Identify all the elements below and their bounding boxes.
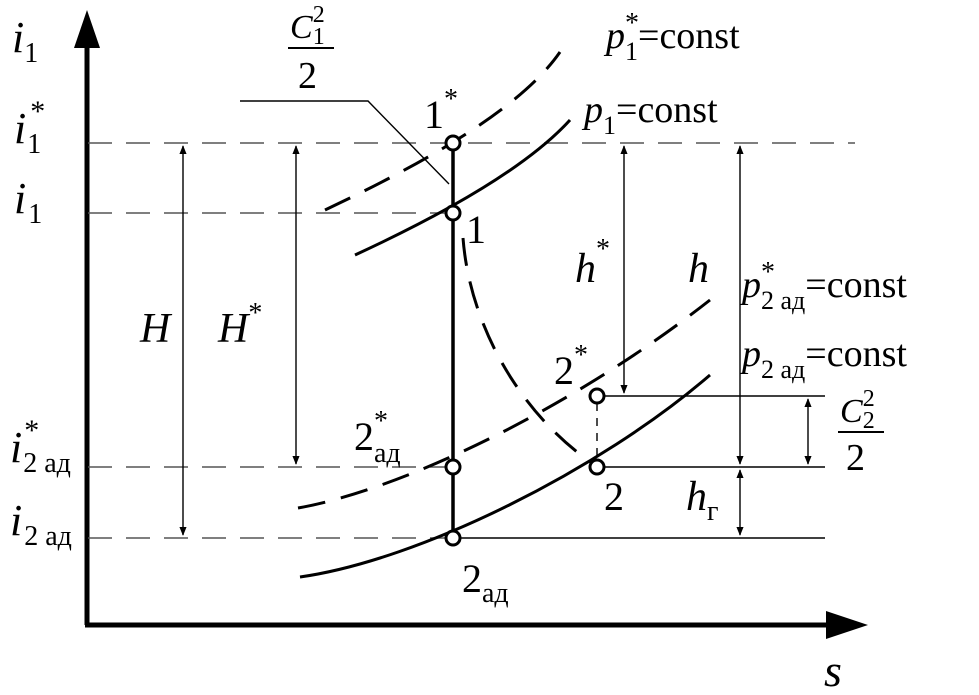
state-point-2-star [588, 387, 606, 405]
isobar-label-p1: p1=const [581, 89, 718, 140]
point-label-2ad: 2ад [462, 556, 509, 609]
svg-text:2: 2 [298, 55, 317, 97]
dim-label-H: H [139, 306, 173, 352]
level-label-i2ad: i2 ад [10, 496, 72, 552]
x-axis-arrowhead [826, 611, 868, 639]
fraction-c2-sq-over-2: C22 2 [838, 386, 884, 479]
y-axis-label: i1 [12, 13, 38, 69]
level-label-i1-star: i*1 [14, 95, 45, 160]
isobar-label-p1-star: p*1=const [603, 8, 740, 66]
isobar-label-p2ad-star: p*2 ад=const [739, 257, 907, 315]
point-label-2ad-star: 2*ад [354, 406, 401, 469]
isobar-p1 [354, 118, 572, 257]
state-point-2ad [444, 529, 462, 547]
svg-text:2: 2 [846, 437, 865, 479]
svg-text:C22: C22 [840, 386, 875, 434]
dim-label-h-star: h* [575, 234, 610, 292]
dim-label-h: h [688, 246, 709, 292]
level-label-i2ad-star: i*2 ад [10, 414, 71, 479]
dim-label-H-star: H* [217, 298, 262, 352]
point-label-2-star: 2* [554, 340, 588, 393]
isobar-label-p2ad: p2 ад=const [739, 333, 907, 384]
isobar-p2ad [299, 373, 711, 579]
isobar-p2ad-star [297, 298, 711, 510]
c1-leader [240, 100, 450, 185]
svg-text:C12: C12 [290, 2, 325, 50]
state-point-2 [588, 458, 606, 476]
x-axis-label: s [824, 645, 842, 695]
point-label-1: 1 [466, 207, 486, 252]
isobar-p1-star [324, 51, 562, 212]
state-point-1 [444, 204, 462, 222]
state-point-1-star [444, 134, 462, 152]
point-label-1-star: 1* [424, 84, 458, 137]
fraction-c1-sq-over-2: C12 2 [288, 2, 334, 97]
real-process-line [461, 237, 599, 469]
level-label-i1: i1 [14, 174, 42, 230]
point-label-2: 2 [604, 474, 624, 519]
y-axis-arrowhead [74, 10, 100, 48]
state-point-2ad-star [444, 458, 462, 476]
dim-label-hr: hг [686, 474, 718, 527]
